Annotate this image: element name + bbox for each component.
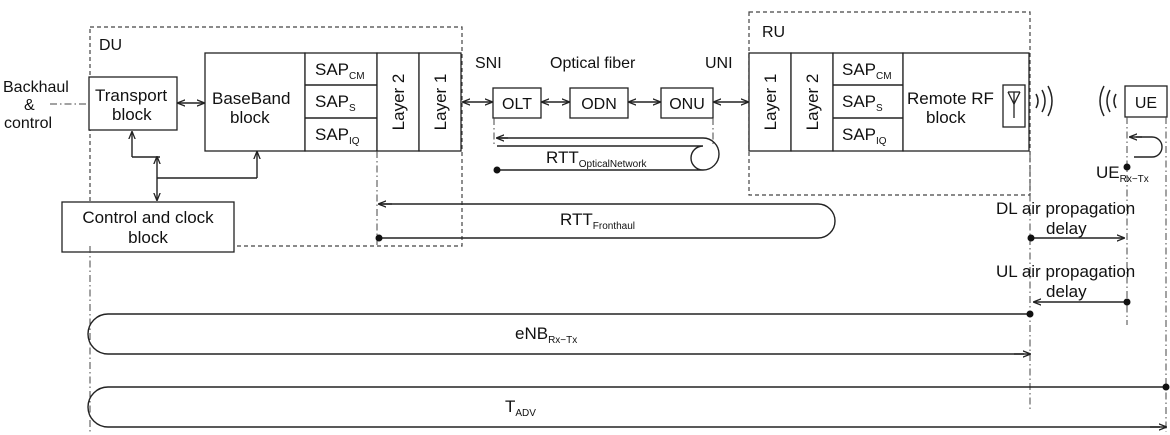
enb-rxtx-start-dot <box>1026 310 1034 318</box>
baseband-label-1: BaseBand <box>212 89 290 108</box>
olt-block <box>492 87 542 119</box>
du-sap-cm: SAPCM <box>315 60 365 82</box>
transport-label-1: Transport <box>95 86 167 105</box>
optical-fiber-label: Optical fiber <box>550 55 636 72</box>
du-layer2-label: Layer 2 <box>389 74 408 131</box>
ru-layer1-label: Layer 1 <box>761 74 780 131</box>
rtt-optical-outer <box>497 137 720 171</box>
du-sap-s: SAPS <box>315 92 356 114</box>
ru-sap-cm: SAPCM <box>842 60 892 82</box>
ue-rxtx-label: UERx−Tx <box>1096 163 1149 185</box>
odn-label: ODN <box>581 96 617 113</box>
du-sap-iq: SAPIQ <box>315 125 360 147</box>
du-sap-column <box>304 52 378 152</box>
dl-air-start-dot <box>1027 234 1035 242</box>
olt-label: OLT <box>502 96 532 113</box>
rtt-optical-start-dot <box>493 166 501 174</box>
rtt-fronthaul-loop <box>379 203 836 239</box>
control-clock-block <box>61 201 235 253</box>
odn-block <box>569 87 629 119</box>
ru-label: RU <box>762 24 785 41</box>
ru-layer2-label: Layer 2 <box>803 74 822 131</box>
ue-rxtx-dot <box>1123 163 1131 171</box>
antenna-icon <box>1007 91 1021 118</box>
ue-block <box>1124 85 1168 118</box>
ul-air-start-dot <box>1123 298 1131 306</box>
rtt-optical-label: RTTOpticalNetwork <box>546 148 648 170</box>
du-frame <box>89 26 463 247</box>
enb-rxtx-label: eNBRx−Tx <box>515 324 577 346</box>
rtt-fronthaul-start-dot <box>375 234 383 242</box>
ru-radio-waves-icon <box>1035 85 1053 117</box>
ru-sap-s: SAPS <box>842 92 883 114</box>
onu-block <box>660 87 714 119</box>
backhaul-label: Backhaul <box>3 79 69 96</box>
ru-layer1 <box>748 52 792 152</box>
rtt-optical-loop <box>497 145 704 171</box>
ue-label: UE <box>1135 95 1157 112</box>
amp-label: & <box>24 97 35 114</box>
baseband-label-2: block <box>230 108 270 127</box>
ul-air-label-1: UL air propagation <box>996 262 1135 281</box>
control-clock-label-1: Control and clock <box>82 208 214 227</box>
uni-label: UNI <box>705 55 733 72</box>
ul-air-label-2: delay <box>1046 282 1087 301</box>
ue-radio-waves-icon <box>1099 85 1117 117</box>
remote-rf-label-2: block <box>926 108 966 127</box>
onu-label: ONU <box>669 96 705 113</box>
transport-block <box>88 76 178 131</box>
control-clock-label-2: block <box>128 228 168 247</box>
du-label: DU <box>99 37 122 54</box>
du-layer1-label: Layer 1 <box>431 74 450 131</box>
tadv-label: TADV <box>505 397 536 419</box>
control-label: control <box>4 115 52 132</box>
tadv-loop <box>87 386 1166 428</box>
remote-rf-label-1: Remote RF <box>907 89 994 108</box>
sni-label: SNI <box>475 55 502 72</box>
rtt-fronthaul-label: RTTFronthaul <box>560 210 635 232</box>
enb-rxtx-loop <box>87 313 1030 355</box>
du-layer1 <box>418 52 462 152</box>
ru-sap-iq: SAPIQ <box>842 125 887 147</box>
baseband-block <box>204 52 306 152</box>
tadv-start-dot <box>1162 383 1170 391</box>
dl-air-label-1: DL air propagation <box>996 199 1135 218</box>
ue-rxtx-loop <box>1134 136 1163 158</box>
transport-label-2: block <box>112 105 152 124</box>
dl-air-label-2: delay <box>1046 219 1087 238</box>
